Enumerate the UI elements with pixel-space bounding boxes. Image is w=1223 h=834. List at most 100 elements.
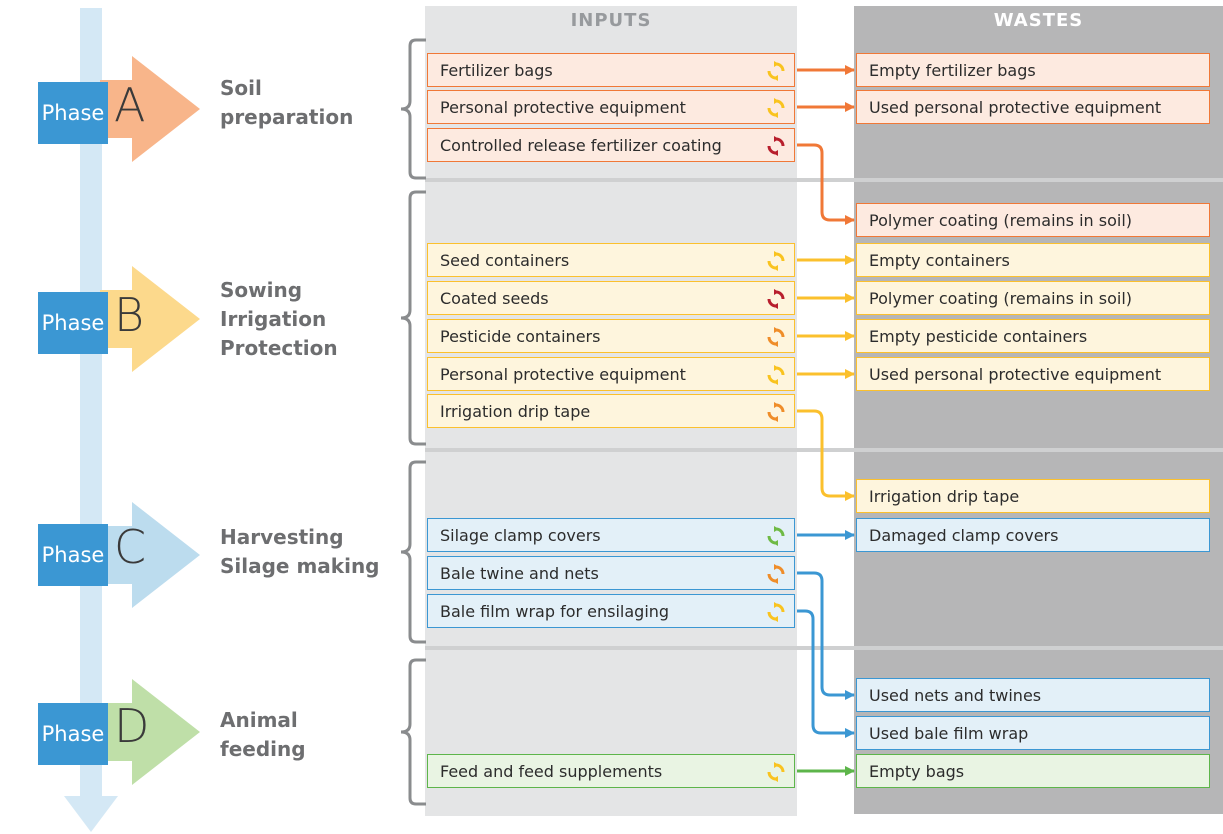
input-item-label: Irrigation drip tape <box>440 401 591 421</box>
waste-item-used-nets-and-twines: Used nets and twines <box>856 678 1210 712</box>
input-item-coated-seeds: Coated seeds <box>427 281 795 315</box>
phase-b-arrow <box>100 266 200 372</box>
waste-item-polymer-coating-b: Polymer coating (remains in soil) <box>856 281 1210 315</box>
phase-b-brace <box>400 190 426 446</box>
waste-item-label: Empty bags <box>869 761 965 781</box>
timeline-bar <box>80 8 102 800</box>
phase-c-label: Phase <box>38 524 108 586</box>
input-item-label: Controlled release fertilizer coating <box>440 135 722 155</box>
recycle-icon <box>767 289 785 309</box>
phase-d-arrow <box>100 679 200 785</box>
phase-c-title: Harvesting Silage making <box>220 523 380 581</box>
phase-c-letter: C <box>114 520 147 574</box>
phase-separator <box>425 646 1223 650</box>
waste-item-empty-fertilizer-bags: Empty fertilizer bags <box>856 53 1210 87</box>
input-item-label: Feed and feed supplements <box>440 761 663 781</box>
waste-item-irrigation-drip-tape: Irrigation drip tape <box>856 479 1210 513</box>
connector-arrow <box>797 571 855 700</box>
recycle-icon <box>767 61 785 81</box>
input-item-label: Pesticide containers <box>440 326 601 346</box>
waste-item-used-bale-film-wrap: Used bale film wrap <box>856 716 1210 750</box>
waste-item-label: Damaged clamp covers <box>869 525 1059 545</box>
input-item-label: Silage clamp covers <box>440 525 601 545</box>
input-item-label: Seed containers <box>440 250 570 270</box>
phase-c-title-line: Silage making <box>220 554 380 578</box>
input-item-pesticide-containers: Pesticide containers <box>427 319 795 353</box>
recycle-icon <box>767 136 785 156</box>
recycle-icon <box>767 526 785 546</box>
waste-item-label: Used personal protective equipment <box>869 364 1162 384</box>
recycle-icon <box>767 251 785 271</box>
recycle-icon <box>767 402 785 422</box>
input-item-label: Personal protective equipment <box>440 97 686 117</box>
phase-c-brace <box>400 460 426 644</box>
waste-item-empty-containers: Empty containers <box>856 243 1210 277</box>
waste-item-label: Used nets and twines <box>869 685 1042 705</box>
input-item-feed-and-feed-supplements: Feed and feed supplements <box>427 754 795 788</box>
phase-c-title-line: Harvesting <box>220 525 344 549</box>
waste-item-empty-bags: Empty bags <box>856 754 1210 788</box>
input-item-silage-clamp-covers: Silage clamp covers <box>427 518 795 552</box>
recycle-icon <box>767 327 785 347</box>
phase-a-brace <box>400 38 426 180</box>
recycle-icon <box>767 564 785 584</box>
waste-item-label: Used personal protective equipment <box>869 97 1162 117</box>
phase-separator <box>425 448 1223 452</box>
waste-item-label: Empty containers <box>869 250 1010 270</box>
input-item-label: Fertilizer bags <box>440 60 553 80</box>
phase-b-title-line: Protection <box>220 336 338 360</box>
phase-d-letter: D <box>114 699 150 753</box>
waste-item-label: Polymer coating (remains in soil) <box>869 288 1133 308</box>
wastes-column-header: WASTES <box>993 10 1084 31</box>
phase-d-label: Phase <box>38 703 108 765</box>
phase-d-title: Animal feeding <box>220 706 306 764</box>
input-item-bale-film-wrap: Bale film wrap for ensilaging <box>427 594 795 628</box>
recycle-icon <box>767 365 785 385</box>
recycle-icon <box>767 98 785 118</box>
phase-a-label: Phase <box>38 82 108 144</box>
input-item-controlled-release-fertilizer-coating: Controlled release fertilizer coating <box>427 128 795 162</box>
waste-item-label: Polymer coating (remains in soil) <box>869 210 1133 230</box>
waste-item-empty-pesticide-containers: Empty pesticide containers <box>856 319 1210 353</box>
phase-a-title-line: preparation <box>220 105 354 129</box>
recycle-icon <box>767 762 785 782</box>
inputs-column-header: INPUTS <box>570 10 652 31</box>
phase-a-letter: A <box>114 78 146 132</box>
waste-item-label: Empty pesticide containers <box>869 326 1088 346</box>
phase-d-title-line: Animal <box>220 708 298 732</box>
waste-item-damaged-clamp-covers: Damaged clamp covers <box>856 518 1210 552</box>
input-item-fertilizer-bags: Fertilizer bags <box>427 53 795 87</box>
timeline-arrowhead <box>64 796 118 832</box>
phase-d-brace <box>400 658 426 806</box>
recycle-icon <box>767 602 785 622</box>
input-item-label: Personal protective equipment <box>440 364 686 384</box>
input-item-bale-twine-and-nets: Bale twine and nets <box>427 556 795 590</box>
phase-b-letter: B <box>114 288 145 342</box>
connector-arrow <box>797 609 855 738</box>
connector-arrow <box>797 409 855 501</box>
phase-a-arrow <box>100 56 200 162</box>
input-item-irrigation-drip-tape: Irrigation drip tape <box>427 394 795 428</box>
waste-item-used-ppe: Used personal protective equipment <box>856 90 1210 124</box>
waste-item-used-ppe-b: Used personal protective equipment <box>856 357 1210 391</box>
waste-item-label: Used bale film wrap <box>869 723 1029 743</box>
phase-c-arrow <box>100 502 200 608</box>
phase-d-title-line: feeding <box>220 737 306 761</box>
input-item-seed-containers: Seed containers <box>427 243 795 277</box>
phase-separator <box>425 178 1223 182</box>
waste-item-label: Empty fertilizer bags <box>869 60 1036 80</box>
phase-a-title-line: Soil <box>220 76 262 100</box>
phase-a-title: Soil preparation <box>220 74 353 132</box>
phase-b-label: Phase <box>38 292 108 354</box>
phase-b-title-line: Sowing <box>220 278 303 302</box>
input-item-personal-protective-equipment: Personal protective equipment <box>427 90 795 124</box>
input-item-personal-protective-equipment-b: Personal protective equipment <box>427 357 795 391</box>
connector-arrow <box>797 143 855 225</box>
input-item-label: Coated seeds <box>440 288 549 308</box>
waste-item-polymer-coating: Polymer coating (remains in soil) <box>856 203 1210 237</box>
phase-b-title: Sowing Irrigation Protection <box>220 276 338 363</box>
phase-b-title-line: Irrigation <box>220 307 327 331</box>
input-item-label: Bale film wrap for ensilaging <box>440 601 670 621</box>
waste-item-label: Irrigation drip tape <box>869 486 1020 506</box>
input-item-label: Bale twine and nets <box>440 563 599 583</box>
